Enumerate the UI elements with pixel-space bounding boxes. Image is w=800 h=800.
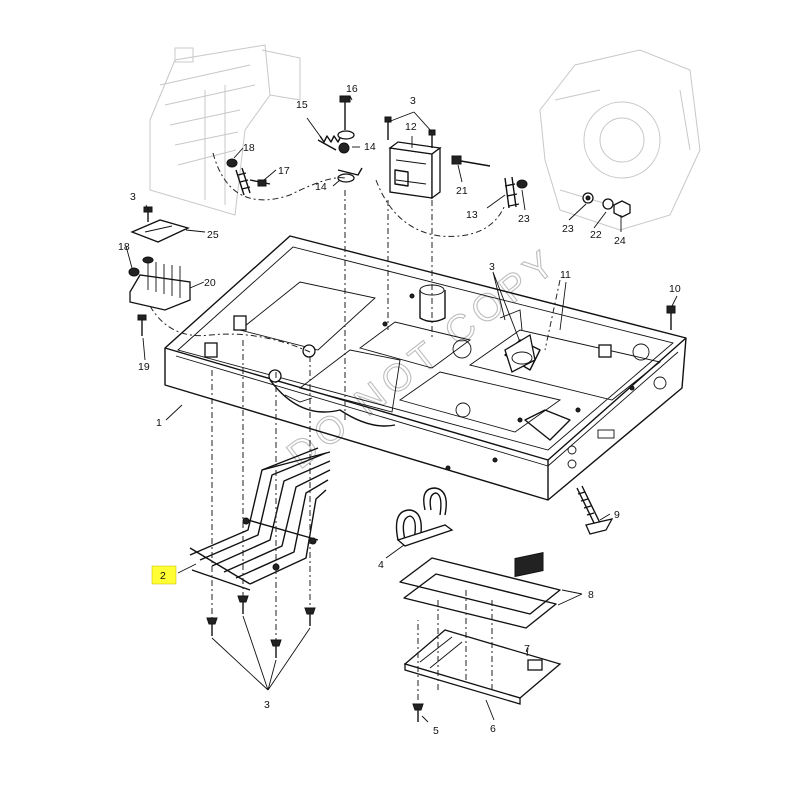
- chassis-base-frame: [164, 235, 687, 501]
- heatsink-module: [128, 256, 191, 336]
- lead-wire-left: [226, 158, 271, 196]
- callout-4: 4: [378, 559, 384, 571]
- callout-18-left: 18: [118, 241, 130, 253]
- callout-3-bottom: 3: [264, 699, 270, 711]
- callout-24: 24: [614, 235, 626, 247]
- callout-5: 5: [433, 725, 439, 737]
- callout-15: 15: [296, 99, 308, 111]
- mounting-bracket: [130, 206, 190, 243]
- wiring-dashed: [149, 152, 561, 420]
- callout-8: 8: [588, 589, 594, 601]
- callout-13: 13: [466, 209, 478, 221]
- callout-labels: 1 2 3 3 3 3 4 5 6 7 8 9 10 11 12 13 14 1…: [118, 83, 681, 737]
- callout-1: 1: [156, 417, 162, 429]
- callout-14-right: 14: [364, 141, 376, 153]
- callout-23-left: 23: [518, 213, 530, 225]
- drive-hardware-right: [451, 155, 631, 218]
- board-screw: [412, 590, 493, 722]
- guard-screws: [206, 595, 316, 658]
- callout-16: 16: [346, 83, 358, 95]
- transformer: [388, 141, 442, 200]
- callout-22: 22: [590, 229, 602, 241]
- callout-2-highlight: [151, 565, 177, 585]
- callout-3-left: 3: [130, 191, 136, 203]
- background-motor-ghost: [149, 44, 301, 216]
- leader-lines: [125, 95, 678, 723]
- callout-20: 20: [204, 277, 216, 289]
- callout-18-top: 18: [243, 142, 255, 154]
- guard-screw-guides: [211, 340, 311, 640]
- callout-3-center: 3: [489, 261, 495, 273]
- callout-21: 21: [456, 185, 468, 197]
- callout-23-right: 23: [562, 223, 574, 235]
- callout-9: 9: [614, 509, 620, 521]
- callout-14-left: 14: [315, 181, 327, 193]
- callout-12: 12: [405, 121, 417, 133]
- callout-19: 19: [138, 361, 150, 373]
- callout-3-top: 3: [410, 95, 416, 107]
- callout-6: 6: [490, 723, 496, 735]
- callout-2: 2: [160, 570, 166, 582]
- cable-clamps: [395, 487, 454, 547]
- actuator-pivot: [504, 333, 536, 373]
- thumbscrew: [576, 485, 614, 535]
- callout-25: 25: [207, 229, 219, 241]
- control-board: [403, 551, 562, 705]
- callout-11: 11: [560, 269, 571, 281]
- callout-10: 10: [669, 283, 681, 295]
- callout-7: 7: [524, 643, 530, 655]
- spring-assembly: [317, 95, 363, 183]
- gasket: [399, 557, 561, 629]
- callout-17: 17: [278, 165, 290, 177]
- bolt-10: [666, 305, 676, 330]
